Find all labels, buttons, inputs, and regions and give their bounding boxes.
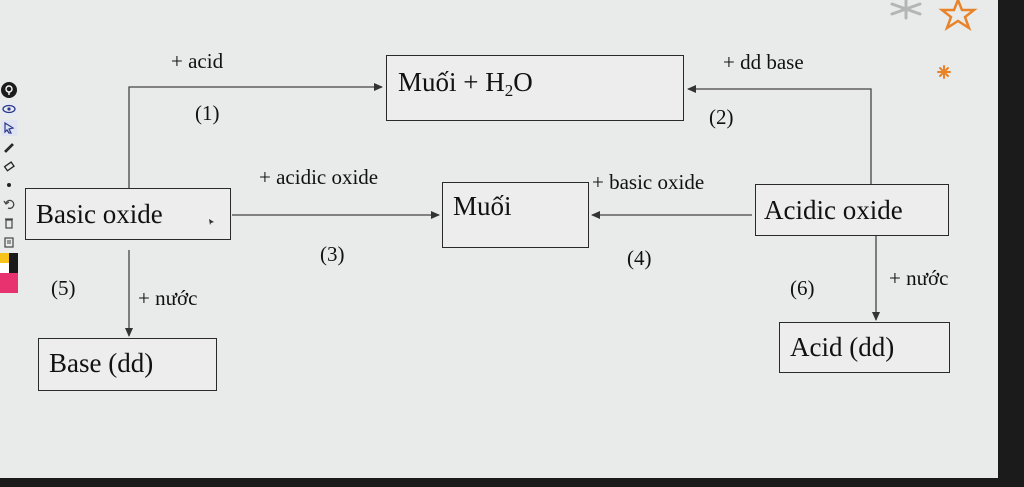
clipboard-icon[interactable]	[1, 234, 17, 250]
box-acidic-oxide: Acidic oxide	[755, 184, 949, 236]
box-basic-oxide-label: Basic oxide	[36, 199, 163, 229]
cursor-mark-icon	[209, 219, 214, 225]
box-base: Base (dd)	[38, 338, 217, 391]
box-salt-water-subscript: 2	[504, 81, 514, 100]
color-swatch[interactable]	[0, 253, 18, 293]
box-basic-oxide: Basic oxide	[25, 188, 231, 240]
color-swatch-black[interactable]	[9, 253, 18, 263]
window-edge-bottom	[0, 478, 1024, 487]
step-5: (5)	[51, 276, 76, 300]
box-salt-water-tail: O	[513, 67, 533, 97]
asterisk-icon	[890, 0, 922, 20]
window-edge-right	[998, 0, 1024, 487]
dot-icon[interactable]	[1, 177, 17, 193]
box-acidic-oxide-label: Acidic oxide	[764, 195, 903, 225]
step-4: (4)	[627, 246, 652, 270]
color-swatch-black-2[interactable]	[9, 263, 18, 273]
pen-icon[interactable]	[1, 139, 17, 155]
box-salt-water-text: Muối + H	[398, 67, 505, 97]
lightbulb-icon[interactable]	[1, 82, 17, 98]
annotation-toolbar	[0, 82, 18, 324]
arrow-2	[687, 85, 872, 184]
arrow-1	[128, 83, 383, 188]
label-plus-water-right: + nước	[889, 266, 949, 290]
trash-icon[interactable]	[1, 215, 17, 231]
label-plus-water-left: + nước	[138, 286, 198, 310]
color-swatch-yellow[interactable]	[0, 253, 9, 263]
label-plus-acidic-oxide: + acidic oxide	[259, 165, 379, 189]
small-star-icon	[937, 65, 951, 79]
box-acid: Acid (dd)	[779, 322, 950, 373]
color-swatch-pink[interactable]	[0, 273, 18, 293]
connector-lines	[125, 83, 880, 337]
star-icon	[938, 0, 978, 32]
label-plus-basic-oxide: + basic oxide	[592, 170, 705, 194]
box-acid-label: Acid (dd)	[790, 332, 895, 362]
step-2: (2)	[709, 105, 734, 129]
slide-canvas: Muối + H2O Muối Basic oxide Acidic oxide…	[0, 0, 998, 478]
box-salt-label: Muối	[453, 191, 512, 221]
color-swatch-white[interactable]	[0, 263, 9, 273]
eye-icon[interactable]	[1, 101, 17, 117]
step-3: (3)	[320, 242, 345, 266]
step-1: (1)	[195, 101, 220, 125]
label-plus-dd-base: + dd base	[723, 50, 804, 74]
box-salt: Muối	[442, 182, 589, 248]
eraser-icon[interactable]	[1, 158, 17, 174]
decorative-stars	[890, 0, 978, 79]
undo-icon[interactable]	[1, 196, 17, 212]
box-base-label: Base (dd)	[49, 348, 154, 378]
step-6: (6)	[790, 276, 815, 300]
label-plus-acid: + acid	[171, 49, 224, 73]
box-salt-water: Muối + H2O	[386, 55, 684, 121]
pointer-icon[interactable]	[1, 120, 17, 136]
